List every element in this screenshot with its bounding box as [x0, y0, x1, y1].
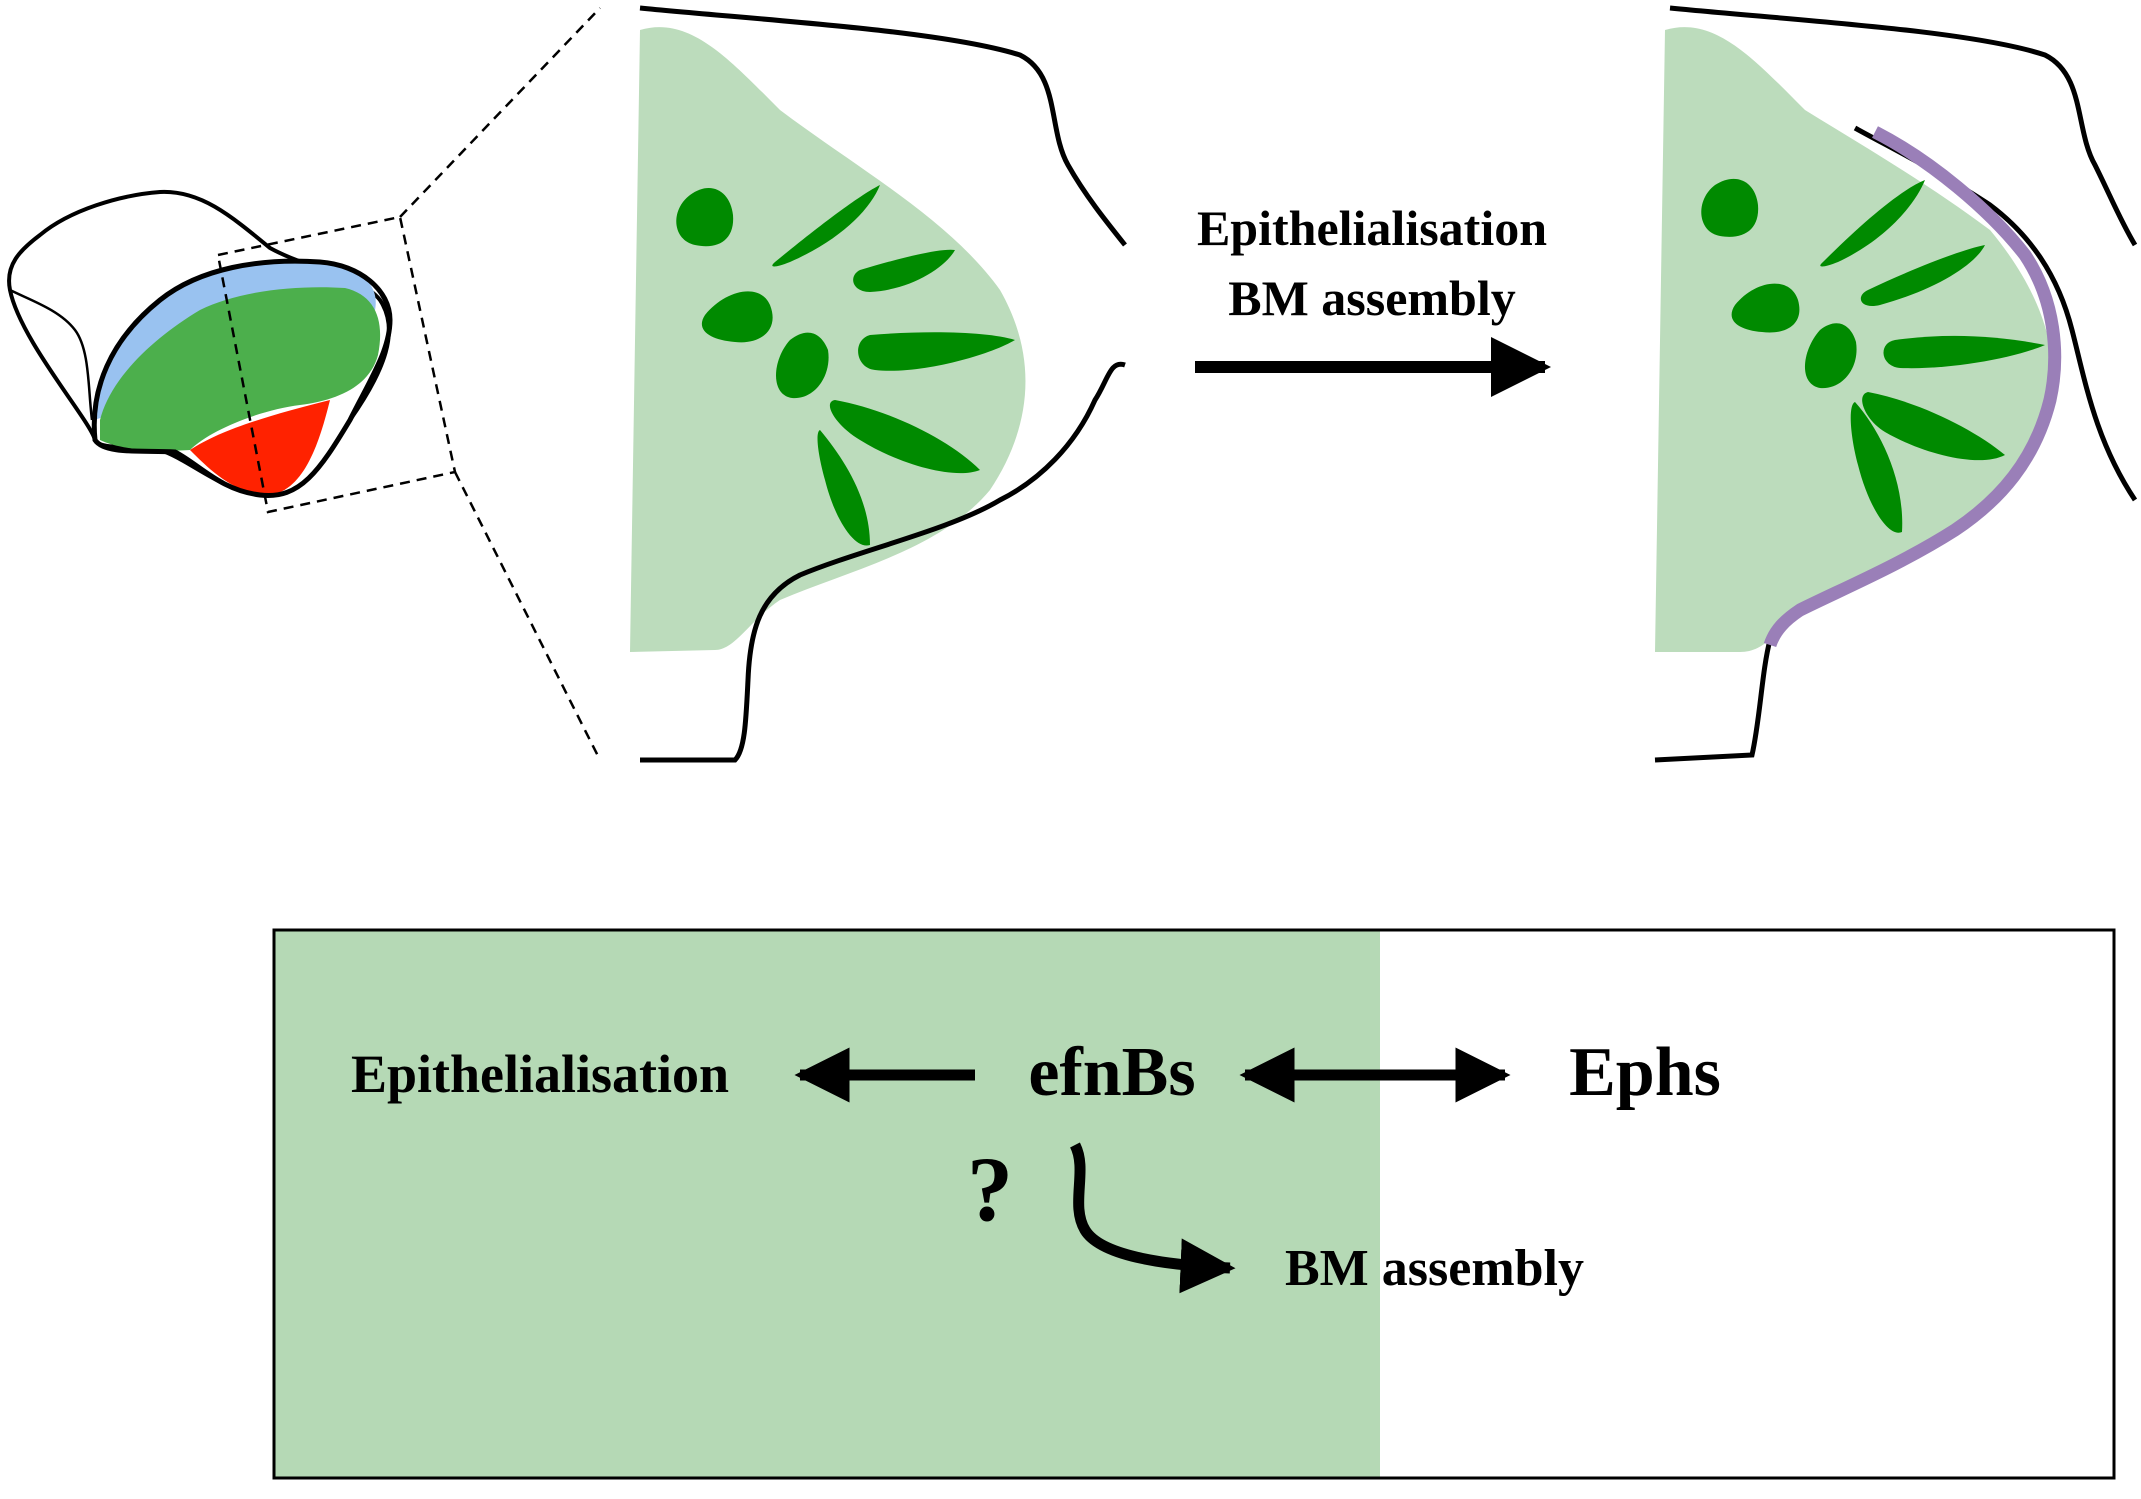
bm-assembly-label: BM assembly — [1285, 1240, 1584, 1297]
curved-arrow-icon — [1069, 1142, 1236, 1294]
mechanism-box: Epithelialisation efnBs Ephs ? BM assemb… — [272, 928, 2116, 1480]
mechanism-box-frame — [272, 928, 2116, 1480]
cell — [853, 249, 955, 292]
cell — [1701, 178, 1759, 237]
cell — [1820, 180, 1925, 267]
cell — [676, 187, 734, 247]
cell — [1883, 335, 2045, 369]
region-red — [190, 400, 330, 495]
process-label-line2: BM assembly — [1228, 270, 1516, 326]
cell — [776, 332, 829, 399]
zoom-indicator — [216, 7, 602, 761]
efnbs-label: efnBs — [1028, 1034, 1195, 1111]
epithelialisation-label: Epithelialisation — [351, 1044, 729, 1104]
cell — [1860, 245, 1985, 307]
cell — [1862, 392, 2005, 461]
cell — [829, 400, 980, 474]
cell — [1850, 402, 1903, 533]
cells-after — [1701, 178, 2045, 533]
cell — [858, 332, 1015, 371]
cell — [817, 430, 870, 546]
tissue-after-outline-base — [1654, 639, 1773, 763]
overview-tissue — [7, 189, 393, 499]
tissue-after — [1654, 5, 2138, 763]
tissue-after-outline-top — [1669, 5, 2138, 247]
process: Epithelialisation BM assembly — [1195, 200, 1551, 397]
overview-fold-line — [9, 288, 94, 421]
zoom-line-top — [399, 7, 601, 218]
cell — [1731, 283, 1800, 333]
tissue-before-outline-bottom — [640, 361, 1126, 763]
cell — [1804, 323, 1857, 389]
tissue-before — [630, 5, 1127, 763]
question-mark: ? — [967, 1138, 1013, 1240]
cell — [701, 291, 773, 343]
tissue-before-outline-top — [639, 5, 1127, 247]
cell — [772, 185, 880, 267]
basement-membrane — [1763, 126, 2062, 648]
overview-bold-outline — [91, 258, 393, 499]
tissue-before-light — [630, 27, 1026, 652]
zoom-line-bottom — [453, 471, 602, 761]
cells-before — [676, 185, 1015, 546]
process-label-line1: Epithelialisation — [1197, 200, 1547, 256]
ephs-label: Ephs — [1569, 1034, 1721, 1111]
mechanism-box-green — [274, 930, 1380, 1478]
